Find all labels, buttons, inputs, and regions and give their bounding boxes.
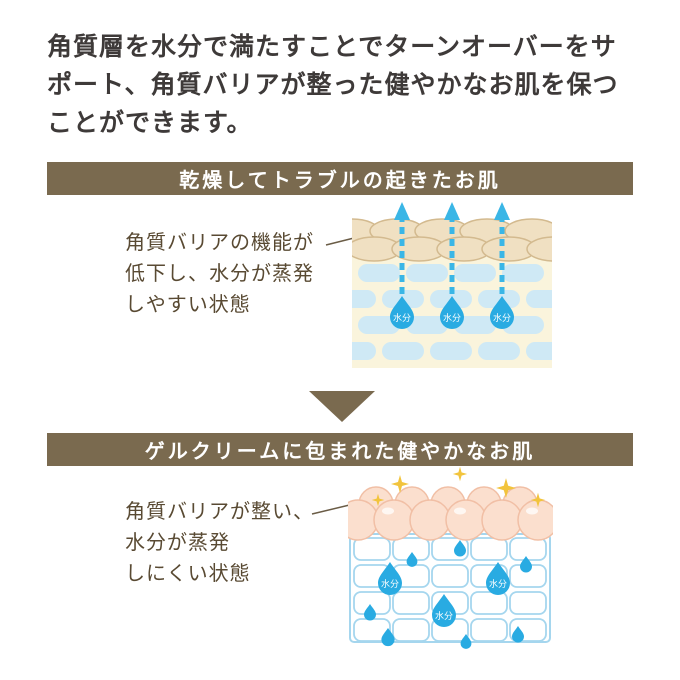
moisture-drop-icon: 水分	[440, 296, 464, 329]
moisture-drop-label: 水分	[435, 610, 453, 621]
healthy-skin-illustration: 水分 水分 水分	[348, 466, 553, 649]
moisture-drop-icon: 水分	[390, 296, 414, 329]
sparkle-icon	[371, 493, 385, 507]
intro-text: 角質層を水分で満たすことでターンオーバーをサ ポート、角質バリアが整った健やかな…	[47, 33, 619, 137]
moisture-drop-icon: 水分	[486, 562, 510, 595]
small-moisture-drop-icon	[512, 626, 524, 643]
corneal-barrier-layer	[352, 218, 552, 262]
moisture-drops: 水分 水分 水分	[364, 540, 532, 649]
moisture-drop-label: 水分	[493, 312, 511, 323]
gel-surface-layer	[348, 486, 553, 541]
sparkle-icon	[530, 492, 546, 508]
healthy-caption: 角質バリアが整い、 水分が蒸発 しにくい状態	[125, 501, 314, 585]
evaporation-arrowhead-icon	[494, 202, 510, 220]
dry-banner-label: 乾燥してトラブルの起きたお肌	[179, 170, 501, 192]
moisture-drop-label: 水分	[393, 312, 411, 323]
sparkle-icon	[391, 475, 409, 493]
bump-highlights	[382, 507, 538, 515]
small-moisture-drop-icon	[454, 540, 466, 557]
small-moisture-drop-icon	[460, 634, 472, 649]
moisture-drop-label: 水分	[489, 578, 507, 589]
moisture-drop-icon: 水分	[490, 296, 514, 329]
evaporation-arrowhead-icon	[394, 202, 410, 220]
moisture-drop-icon: 水分	[378, 562, 402, 595]
healthy-banner-label: ゲルクリームに包まれた健やかなお肌	[144, 441, 536, 463]
sparkle-icon	[496, 478, 516, 498]
evaporation-arrows	[394, 202, 510, 294]
moisture-drop-icon: 水分	[432, 594, 456, 627]
moisture-drop-label: 水分	[381, 578, 399, 589]
small-moisture-drop-icon	[364, 604, 376, 621]
sparkle-icons	[371, 466, 546, 508]
moisture-drop-label: 水分	[443, 312, 461, 323]
small-moisture-drop-icon	[520, 556, 532, 573]
moisture-drops: 水分 水分 水分	[390, 296, 514, 329]
small-moisture-drop-icon	[381, 628, 395, 647]
small-moisture-drop-icon	[406, 552, 418, 567]
down-arrow-icon	[309, 391, 375, 422]
evaporation-arrowhead-icon	[444, 202, 460, 220]
dry-skin-illustration: 水分 水分 水分	[352, 202, 552, 368]
sparkle-icon	[452, 466, 468, 482]
healthy-section-banner: ゲルクリームに包まれた健やかなお肌	[47, 433, 633, 466]
dry-section-banner: 乾燥してトラブルの起きたお肌	[47, 162, 633, 195]
dry-caption: 角質バリアの機能が 低下し、水分が蒸発 しやすい状態	[125, 232, 314, 316]
